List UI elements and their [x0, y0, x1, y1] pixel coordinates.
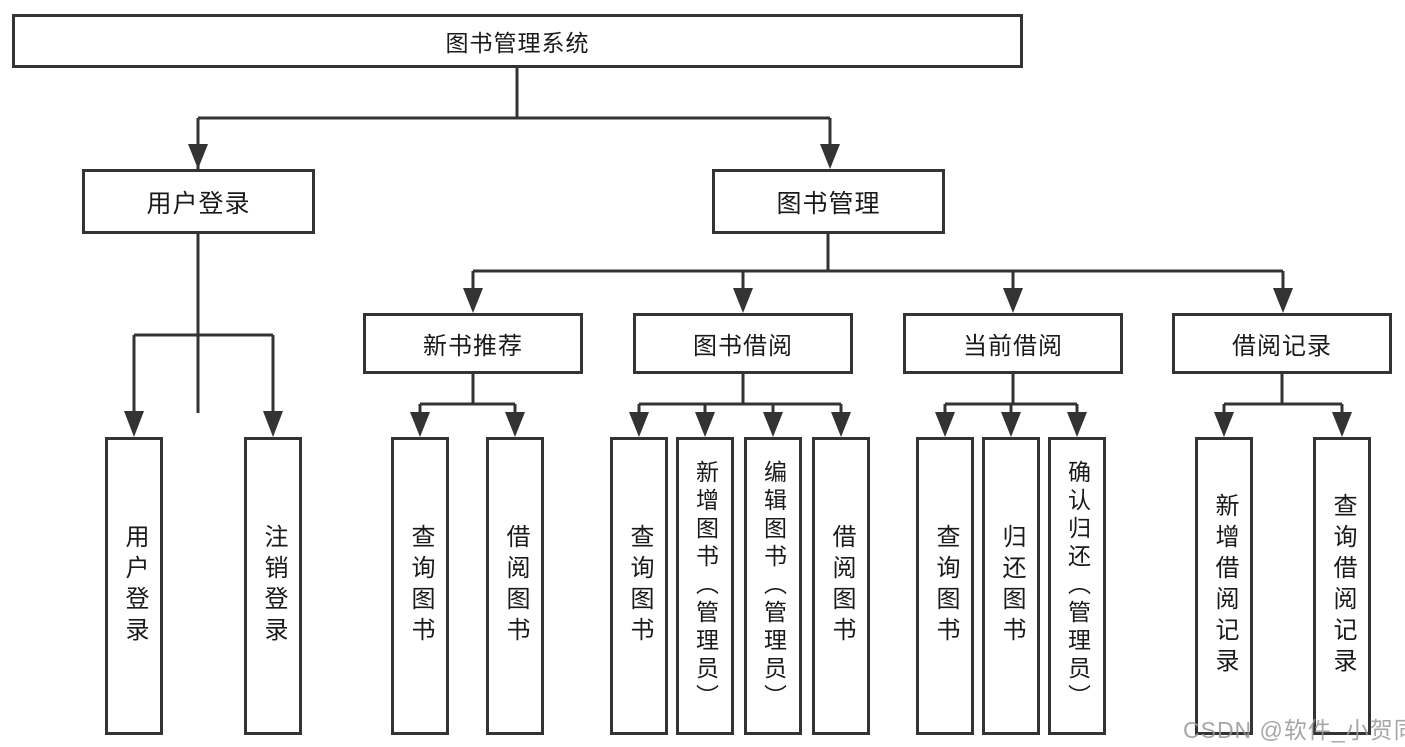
- node-borrow-records: 借阅记录: [1172, 313, 1392, 374]
- leaf-confirm-return-admin: 确认归还（管理员）: [1048, 437, 1106, 735]
- leaf-logout: 注销登录: [244, 437, 302, 735]
- leaf-return-books: 归还图书: [982, 437, 1040, 735]
- csdn-watermark: CSDN @软件_小贺同学: [1183, 717, 1405, 743]
- edge-book-borrow-to-leaves: [629, 374, 851, 437]
- node-user-login: 用户登录: [82, 169, 315, 234]
- leaf-query-books-3: 查询图书: [916, 437, 974, 735]
- node-book-borrow: 图书借阅: [633, 313, 853, 374]
- leaf-borrow-books-2: 借阅图书: [812, 437, 870, 735]
- edge-current-borrow-to-leaves: [935, 374, 1087, 437]
- leaf-edit-book-admin: 编辑图书（管理员）: [744, 437, 802, 735]
- edge-user-login-to-leaves: [124, 234, 283, 437]
- node-system-root: 图书管理系统: [12, 14, 1023, 68]
- leaf-query-books-1: 查询图书: [391, 437, 449, 735]
- edge-root-to-level2: [188, 68, 840, 413]
- leaf-add-borrow-record: 新增借阅记录: [1195, 437, 1253, 735]
- node-book-management: 图书管理: [712, 169, 945, 234]
- edge-book-mgmt-to-level3: [463, 234, 1293, 313]
- leaf-borrow-books-1: 借阅图书: [486, 437, 544, 735]
- edge-borrow-records-to-leaves: [1214, 374, 1352, 437]
- leaf-query-borrow-record: 查询借阅记录: [1313, 437, 1371, 735]
- leaf-query-books-2: 查询图书: [610, 437, 668, 735]
- node-current-borrow: 当前借阅: [903, 313, 1123, 374]
- edge-new-book-rec-to-leaves: [410, 374, 525, 437]
- leaf-add-book-admin: 新增图书（管理员）: [676, 437, 734, 735]
- node-new-book-recommend: 新书推荐: [363, 313, 583, 374]
- leaf-user-login: 用户登录: [105, 437, 163, 735]
